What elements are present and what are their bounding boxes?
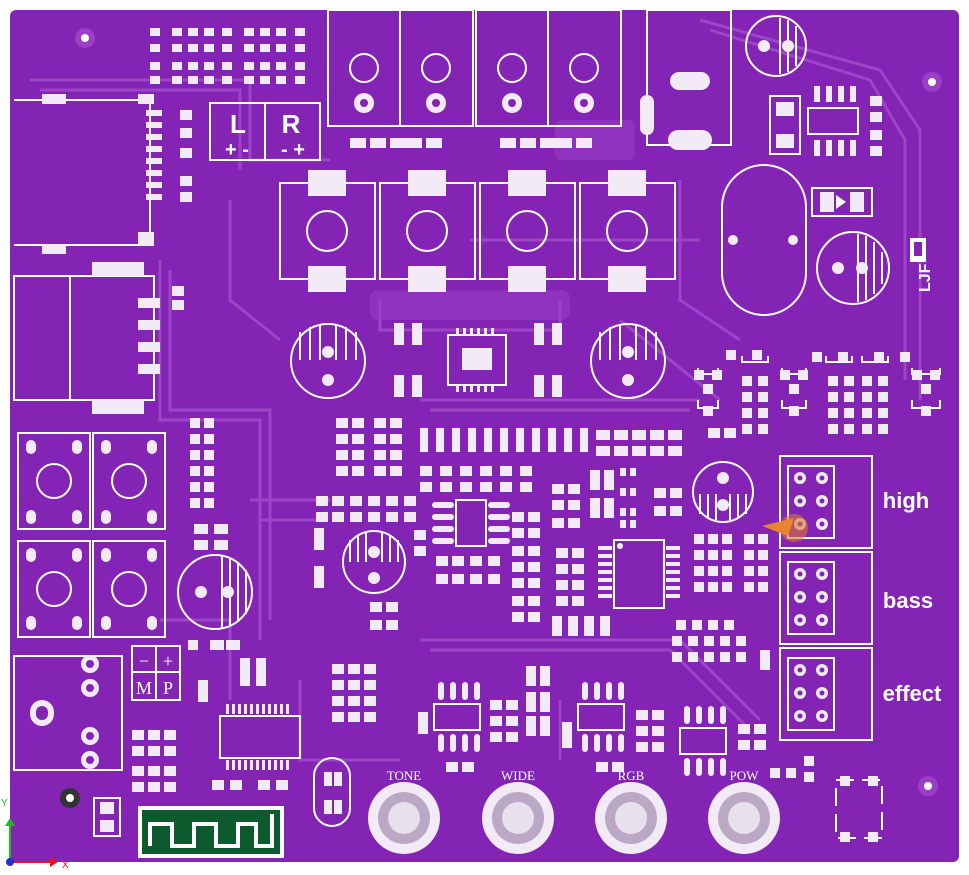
m-key-label: M [136,678,152,698]
left-polarity-label: + - [225,139,249,161]
smd-cluster-top-left [150,28,305,84]
logo-text: LJF [917,263,934,292]
right-polarity-label: - + [281,139,305,161]
minus-key-label: − [139,651,149,671]
header-block: high bass effect [779,455,942,741]
tone-knob-label: TONE [387,768,421,783]
wide-knob-label: WIDE [501,768,535,783]
speaker-terminal-blocks [327,9,622,148]
axis-gizmo: X Y [1,798,69,871]
smd-capacitors-center [394,323,562,397]
bluetooth-ssop-chip [219,704,301,770]
smd-grid-center-left [316,418,736,522]
axis-x-label: X [62,860,69,870]
high-header-label: high [883,488,929,513]
amplifier-qfn-chip [447,328,507,392]
smd-grid-right [672,534,770,670]
sd-card-pins [146,110,192,202]
effect-header-label: effect [883,681,942,706]
mounting-holes [60,28,942,808]
status-led [93,797,121,837]
ground-pour-highlight [370,120,635,320]
tactile-switches [17,432,166,638]
dc-power-jack [640,9,732,150]
ljf-logo: LJF [910,238,934,292]
plus-key-label: + [163,651,173,671]
bass-header-label: bass [883,588,933,613]
smd-grid-bottom-left [132,664,376,792]
view-cursor-icon [762,514,808,542]
bluetooth-antenna [138,806,284,858]
usb-connector [13,262,184,414]
bottom-right-switch [835,776,883,842]
rgb-knob-label: RGB [618,768,645,783]
mode-play-key-label: − + M P [131,645,181,701]
p-key-label: P [163,678,173,698]
power-input-connector [13,655,123,771]
viewport-margin-bottom [0,862,969,870]
top-right-ic [769,86,882,217]
electrolytic-capacitors [177,15,890,630]
viewport-margin-right [959,0,969,870]
dsp-tssop-chip [552,468,682,636]
transistor-cluster [694,350,941,434]
power-inductors [279,170,676,292]
pow-knob-label: POW [730,768,760,783]
soic-chips-bottom [418,666,814,782]
right-channel-label: R [282,109,301,139]
op-amp-soic-center [370,499,540,630]
speaker-lr-label: L R + - - + [209,102,321,161]
left-channel-label: L [230,109,246,139]
resistor-column-left [188,418,324,702]
knob-potentiometers: TONE WIDE RGB POW [368,768,780,854]
axis-y-label: Y [1,798,8,809]
crystal-oscillator [313,757,351,827]
oval-component [721,164,807,316]
